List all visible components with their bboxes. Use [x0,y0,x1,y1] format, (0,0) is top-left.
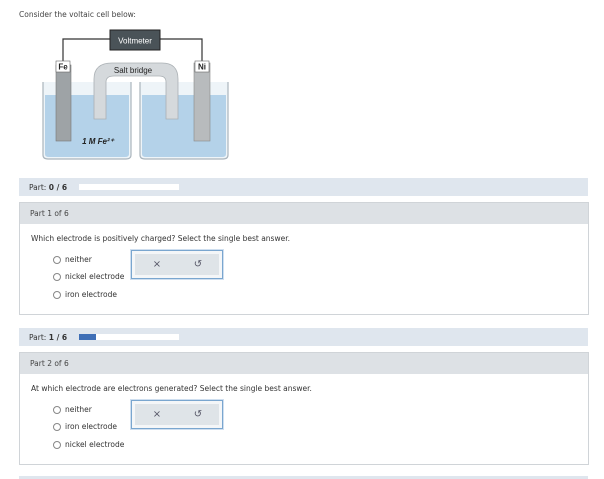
option-nickel-electrode[interactable]: nickel electrode [53,440,124,449]
radio-button[interactable] [53,255,61,264]
salt-bridge-label: Salt bridge [114,66,153,75]
voltmeter [109,29,161,51]
radio-button[interactable] [53,290,61,299]
question-text: At which electrode are electrons generat… [31,384,312,393]
clear-button[interactable]: × [137,404,177,425]
part-header: Part 2 of 6 [20,353,588,374]
clear-button[interactable]: × [137,254,177,275]
progress-label: Part: 1 / 6 [29,332,68,342]
option-neither[interactable]: neither [53,255,92,264]
option-iron-electrode[interactable]: iron electrode [53,422,117,431]
nickel-electrode [193,62,211,142]
progress-fill [79,334,96,340]
part-header: Part 1 of 6 [20,203,588,224]
solution-label: 1 M Fe²⁺ [82,137,115,146]
part-2-panel: Part 2 of 6 At which electrode are elect… [19,352,589,465]
right-solution [142,95,226,157]
salt-bridge [93,62,179,120]
undo-icon: ↺ [193,259,203,270]
radio-button[interactable] [53,422,61,431]
intro-text: Consider the voltaic cell below: [19,10,136,19]
radio-button[interactable] [53,272,61,281]
answer-tools: × ↺ [131,400,223,429]
option-iron-electrode[interactable]: iron electrode [53,290,117,299]
progress-label: Part: 0 / 6 [29,182,68,192]
iron-electrode [55,64,72,142]
answer-tools: × ↺ [131,250,223,279]
voltmeter-label: Voltmeter [118,37,152,46]
right-electrode-label: Ni [198,63,206,72]
progress-bar-2: Part: 1 / 6 [19,328,588,346]
progress-track [79,334,179,340]
progress-bar-1: Part: 0 / 6 [19,178,588,196]
radio-button[interactable] [53,440,61,449]
left-electrode-label: Fe [58,63,68,72]
close-icon: × [152,409,162,420]
next-progress-bar [19,476,588,479]
option-nickel-electrode[interactable]: nickel electrode [53,272,124,281]
close-icon: × [152,259,162,270]
voltaic-cell-diagram: Voltmeter Fe Ni Salt bridge 1 M Fe²⁺ [42,29,229,160]
question-text: Which electrode is positively charged? S… [31,234,290,243]
undo-button[interactable]: ↺ [178,254,218,275]
undo-icon: ↺ [193,409,203,420]
radio-button[interactable] [53,405,61,414]
part-1-panel: Part 1 of 6 Which electrode is positivel… [19,202,589,315]
progress-track [79,184,179,190]
option-neither[interactable]: neither [53,405,92,414]
undo-button[interactable]: ↺ [178,404,218,425]
